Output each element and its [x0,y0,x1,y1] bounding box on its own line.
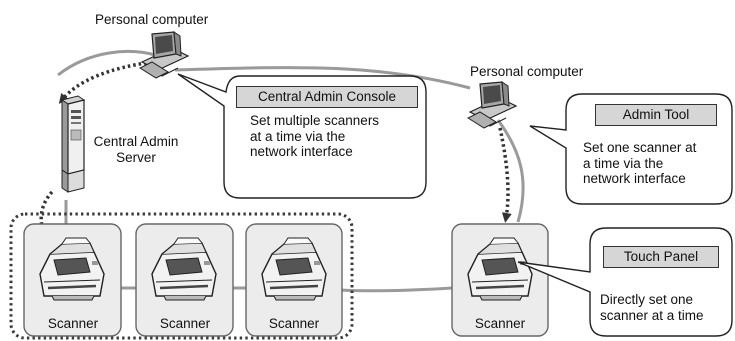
server-label: Central Admin Server [93,134,179,165]
admin-tool-tag: Admin Tool [595,104,717,126]
touch-panel-description: Directly set one scanner at a time [600,292,704,323]
server-icon [60,95,86,193]
arrow-pc-to-server [58,60,153,104]
scanner-label: Scanner [474,316,526,331]
central-admin-console-tag: Central Admin Console [236,86,418,108]
scanner-label: Scanner [159,316,211,331]
network-line [57,50,525,293]
scanner-label: Scanner [268,316,320,331]
touch-panel-tag: Touch Panel [603,246,719,268]
scanner-group-boundary [9,212,354,340]
scanner-label: Scanner [47,316,99,331]
computer-icon [467,81,517,129]
pc-top-label: Personal computer [95,12,209,27]
central-admin-console-description: Set multiple scanners at a time via the … [250,113,380,159]
pc-right-label: Personal computer [470,64,584,79]
admin-tool-description: Set one scanner at a time via the networ… [583,140,697,186]
arrow-pc-to-scanner [498,127,512,223]
